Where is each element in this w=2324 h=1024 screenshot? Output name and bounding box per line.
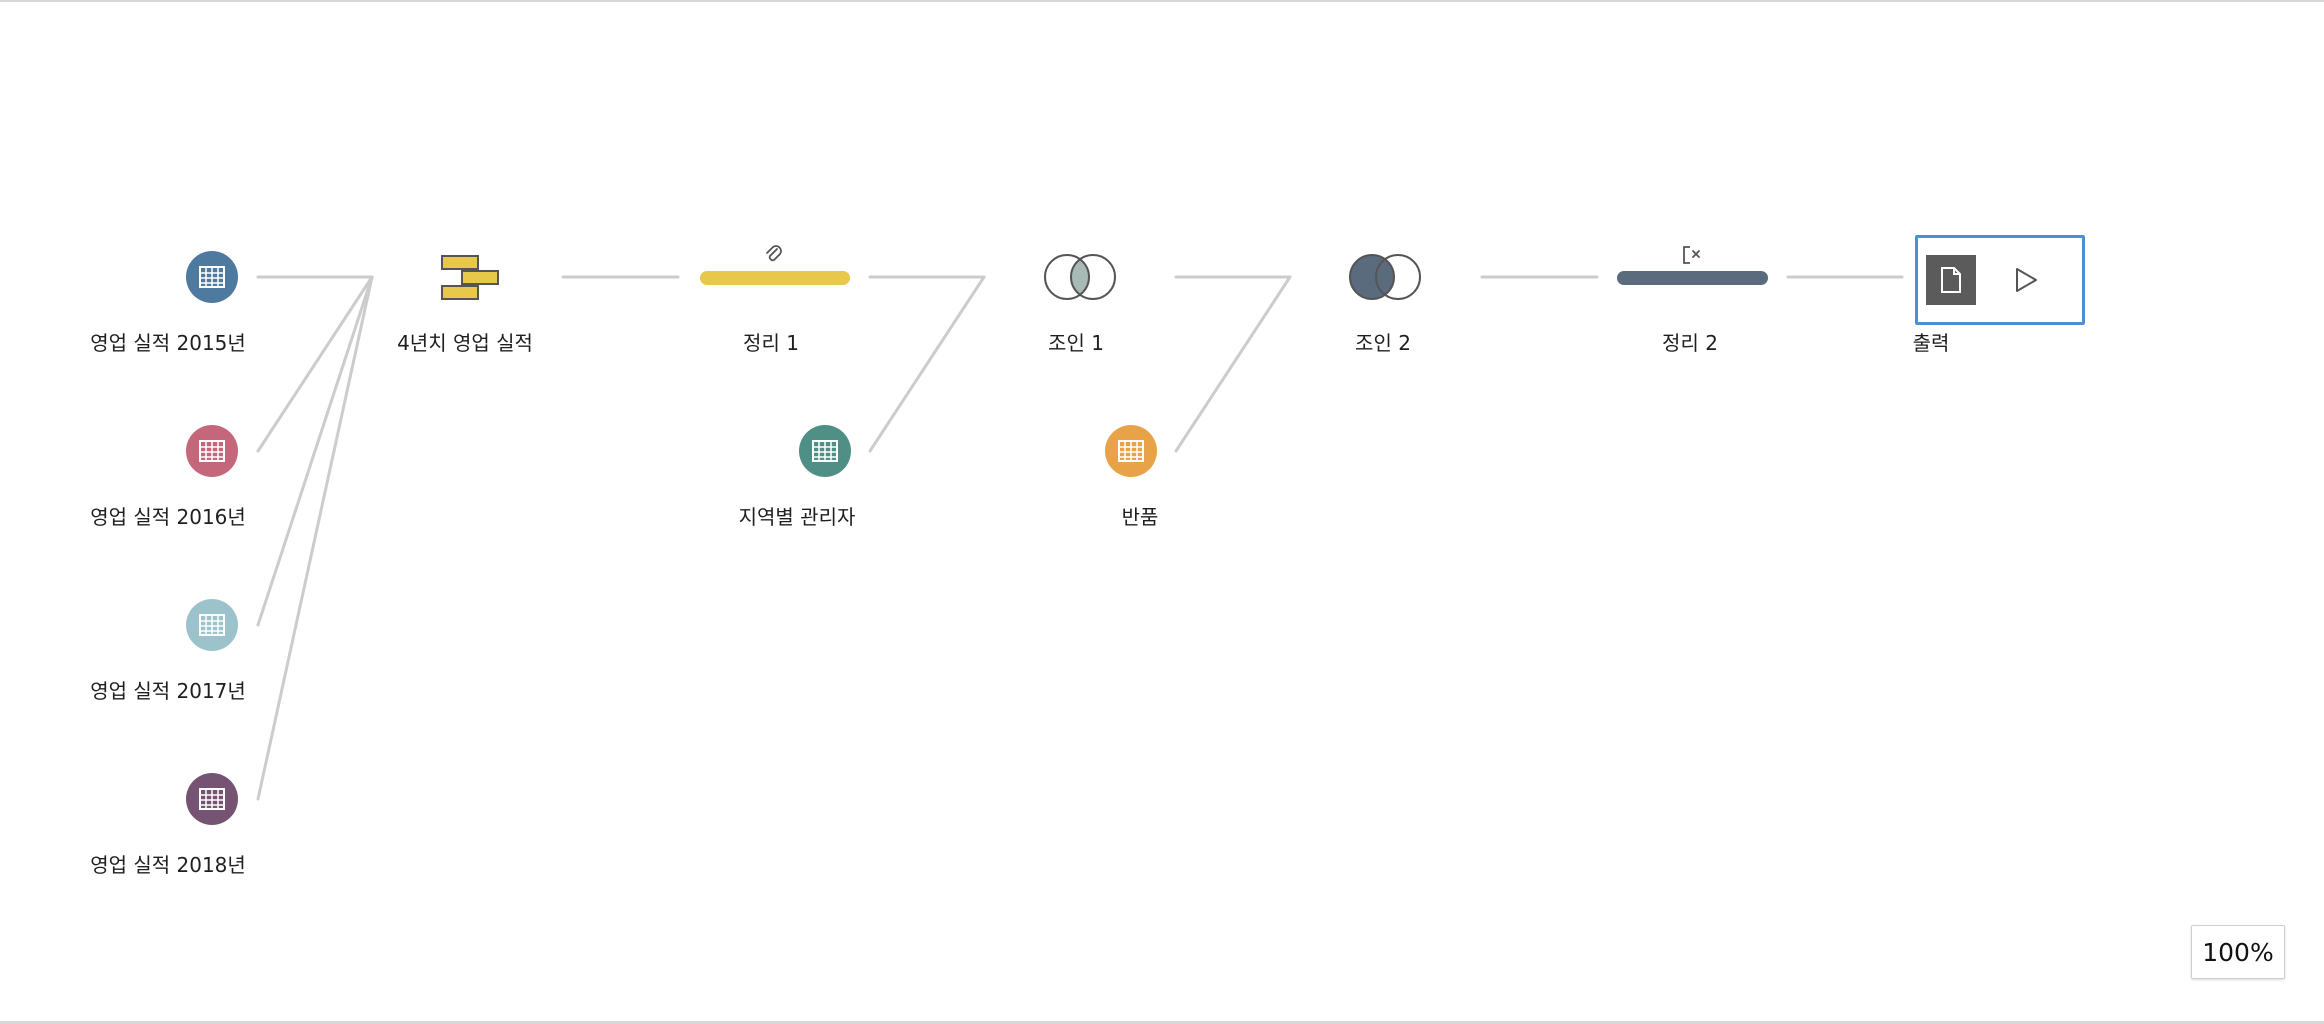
play-icon[interactable]	[2004, 257, 2048, 303]
table-icon[interactable]	[186, 425, 238, 477]
connector-returns-join2	[1174, 275, 1292, 453]
connector-2016-union	[256, 275, 374, 453]
document-icon[interactable]	[1926, 255, 1976, 305]
canvas-top-border	[0, 0, 2324, 2]
input-label: 영업 실적 2017년	[90, 679, 246, 703]
join1-label: 조인 1	[1048, 331, 1104, 355]
input-label: 반품	[1121, 505, 1159, 529]
connector-2018-union	[256, 275, 374, 801]
connector-regional-join1	[868, 275, 986, 453]
table-icon[interactable]	[186, 251, 238, 303]
clean1-label: 정리 1	[743, 331, 799, 355]
inner-join-icon[interactable]	[1040, 252, 1120, 302]
connector-2017-union	[256, 275, 374, 627]
output-label: 출력	[1912, 331, 1950, 355]
remove-field-icon	[1683, 246, 1700, 264]
output-selected-box[interactable]	[1915, 235, 2085, 325]
table-icon[interactable]	[186, 773, 238, 825]
union-icon[interactable]	[440, 254, 502, 302]
table-icon[interactable]	[799, 425, 851, 477]
paperclip-icon	[766, 245, 782, 262]
zoom-level-indicator[interactable]: 100%	[2191, 925, 2285, 979]
input-label: 영업 실적 2018년	[90, 853, 246, 877]
left-join-icon[interactable]	[1345, 252, 1425, 302]
clean1-bar[interactable]	[700, 271, 850, 285]
clean2-bar[interactable]	[1617, 271, 1768, 285]
input-label: 지역별 관리자	[738, 505, 856, 529]
table-icon[interactable]	[1105, 425, 1157, 477]
input-label: 영업 실적 2016년	[90, 505, 246, 529]
join2-label: 조인 2	[1355, 331, 1411, 355]
clean2-label: 정리 2	[1662, 331, 1718, 355]
input-label: 영업 실적 2015년	[90, 331, 246, 355]
union-label: 4년치 영업 실적	[397, 331, 533, 355]
canvas-bottom-border	[0, 1021, 2324, 1024]
table-icon[interactable]	[186, 599, 238, 651]
